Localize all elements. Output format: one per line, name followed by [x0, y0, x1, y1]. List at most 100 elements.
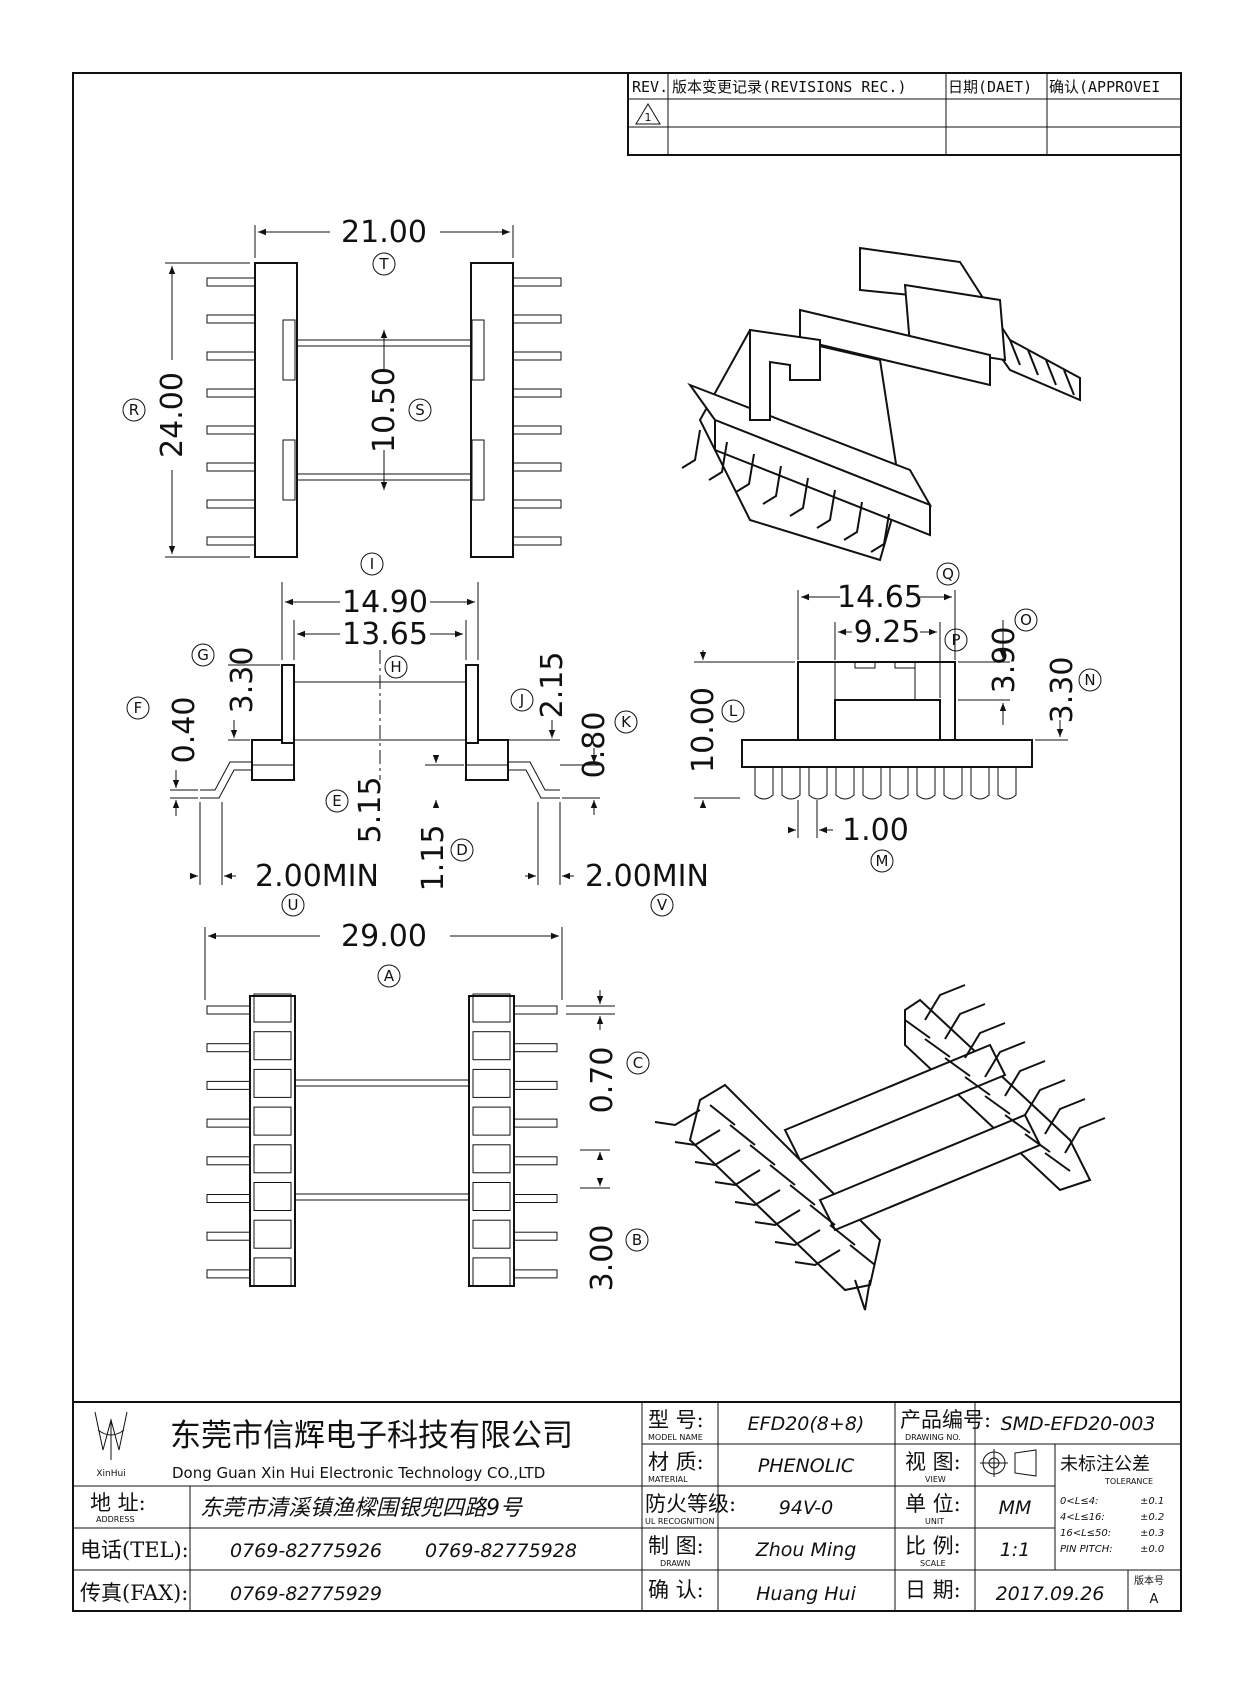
tolerance-range: PIN PITCH: — [1060, 1544, 1113, 1555]
iso-pin — [735, 453, 755, 493]
bottom-view-pin — [206, 1231, 251, 1241]
bottom-view: 29.00 A 0.70 C 3.00 B — [204, 919, 650, 1291]
dim-flange-height: 3.30 — [225, 647, 260, 714]
tel-label: 电话(TEL): — [80, 1538, 189, 1562]
dim-pin-offset: 1.15 — [416, 825, 451, 892]
drawn-label-en: DRAWN — [660, 1559, 690, 1568]
isometric-view-bottom — [654, 984, 1106, 1311]
fax-value: 0769-82775929 — [230, 1583, 382, 1605]
top-view-pin — [512, 425, 562, 435]
iso-pin — [762, 465, 782, 505]
ref-U: U — [288, 896, 299, 914]
ref-F: F — [134, 699, 143, 717]
dim-end-width: 14.65 — [837, 580, 923, 615]
check-label: 确 认: — [648, 1578, 704, 1602]
bottom-view-cell — [472, 1257, 511, 1287]
end-view-pin — [754, 767, 774, 800]
iso-cell-line — [984, 1095, 1011, 1115]
drawing-no-value: SMD-EFD20-003 — [1001, 1413, 1156, 1435]
bottom-view-cell — [472, 1144, 511, 1174]
end-view-pin — [970, 767, 990, 800]
iso-pin — [1027, 349, 1039, 376]
version-label: 版本号 — [1134, 1574, 1164, 1587]
ref-B: B — [632, 1231, 642, 1249]
bottom-view-pin — [513, 1231, 558, 1241]
iso-cell-line — [709, 1104, 736, 1126]
tolerance-label-en: TOLERANCE — [1104, 1477, 1153, 1486]
dim-end-height: 10.00 — [686, 687, 721, 773]
dim-bottom-length: 29.00 — [341, 919, 427, 954]
ref-D: D — [456, 841, 468, 859]
iso-pin — [1009, 339, 1021, 366]
drawing-no-label: 产品编号: — [900, 1408, 991, 1432]
bottom-view-pin — [206, 1043, 251, 1053]
revision-block: REV. 版本变更记录(REVISIONS REC.) 日期(DAET) 确认(… — [627, 72, 1182, 156]
top-view-pin — [512, 536, 562, 546]
ref-I: I — [370, 555, 374, 573]
iso-pin — [681, 429, 701, 469]
iso-pin — [816, 489, 836, 529]
iso-pin — [870, 513, 890, 553]
scale-label: 比 例: — [905, 1534, 961, 1558]
dim-right-height: 2.15 — [535, 652, 570, 719]
bottom-view-pin — [513, 1005, 558, 1015]
rev-header-approve: 确认(APPROVEI — [1049, 78, 1160, 96]
bottom-view-cell — [253, 993, 292, 1023]
dim-end-pitch: 1.00 — [842, 813, 909, 848]
rev-header-rev: REV. — [632, 78, 668, 96]
end-view-pin — [943, 767, 963, 800]
iso-cell-line — [769, 1164, 796, 1186]
tolerance-value: ±0.2 — [1140, 1512, 1164, 1523]
bottom-view-pin — [513, 1194, 558, 1203]
ref-R: R — [129, 401, 139, 419]
iso-pin — [654, 1109, 701, 1127]
top-view-pin — [206, 536, 256, 546]
bottom-view-cell — [253, 1257, 292, 1287]
dim-pin-thickness: 0.40 — [167, 697, 202, 764]
date-value: 2017.09.26 — [996, 1583, 1105, 1605]
iso-pin — [1045, 359, 1057, 386]
bottom-view-cell — [472, 1219, 511, 1249]
end-view-pin — [808, 767, 828, 800]
iso-cell-line — [1024, 1133, 1051, 1153]
company-name-en: Dong Guan Xin Hui Electronic Technology … — [172, 1464, 545, 1482]
drawn-value: Zhou Ming — [755, 1539, 857, 1561]
ref-P: P — [951, 631, 960, 649]
bottom-view-pin — [513, 1080, 558, 1090]
iso-cell-line — [809, 1204, 836, 1226]
model-label-en: MODEL NAME — [648, 1433, 703, 1442]
iso-pin — [1024, 1079, 1066, 1116]
iso-cell-line — [904, 1019, 931, 1039]
ref-Q: Q — [942, 565, 954, 583]
iso-pin — [708, 441, 728, 481]
ref-K: K — [621, 713, 632, 731]
iso-cell-line — [729, 1124, 756, 1146]
model-label: 型 号: — [648, 1408, 704, 1432]
iso-pin — [789, 477, 809, 517]
tel-value-1: 0769-82775926 — [230, 1540, 382, 1562]
iso-cell-line — [749, 1144, 776, 1166]
iso-pin — [794, 1249, 841, 1267]
end-view-pin — [889, 767, 909, 800]
iso-pin — [774, 1229, 821, 1247]
top-view-pin — [206, 351, 256, 361]
ul-value: 94V-0 — [779, 1497, 833, 1519]
dim-min-left: 2.00MIN — [255, 859, 379, 894]
projection-symbol-icon — [980, 1449, 1037, 1477]
view-label: 视 图: — [905, 1450, 961, 1474]
iso-pin — [944, 1003, 986, 1040]
bottom-view-cell — [253, 1182, 292, 1211]
drawing-border — [72, 72, 1182, 1612]
iso-pin — [694, 1149, 741, 1167]
bottom-view-pin — [513, 1269, 558, 1279]
drawn-label: 制 图: — [648, 1534, 704, 1558]
iso-pin — [674, 1129, 721, 1147]
iso-pin — [1064, 1117, 1106, 1154]
top-view-pin — [206, 314, 256, 324]
material-label: 材 质: — [648, 1450, 704, 1474]
bottom-view-pin — [206, 1194, 251, 1203]
iso-cell-line — [964, 1076, 991, 1096]
tolerance-value: ±0.1 — [1140, 1496, 1164, 1507]
bottom-view-cell — [253, 1219, 292, 1249]
ref-L: L — [729, 702, 738, 720]
